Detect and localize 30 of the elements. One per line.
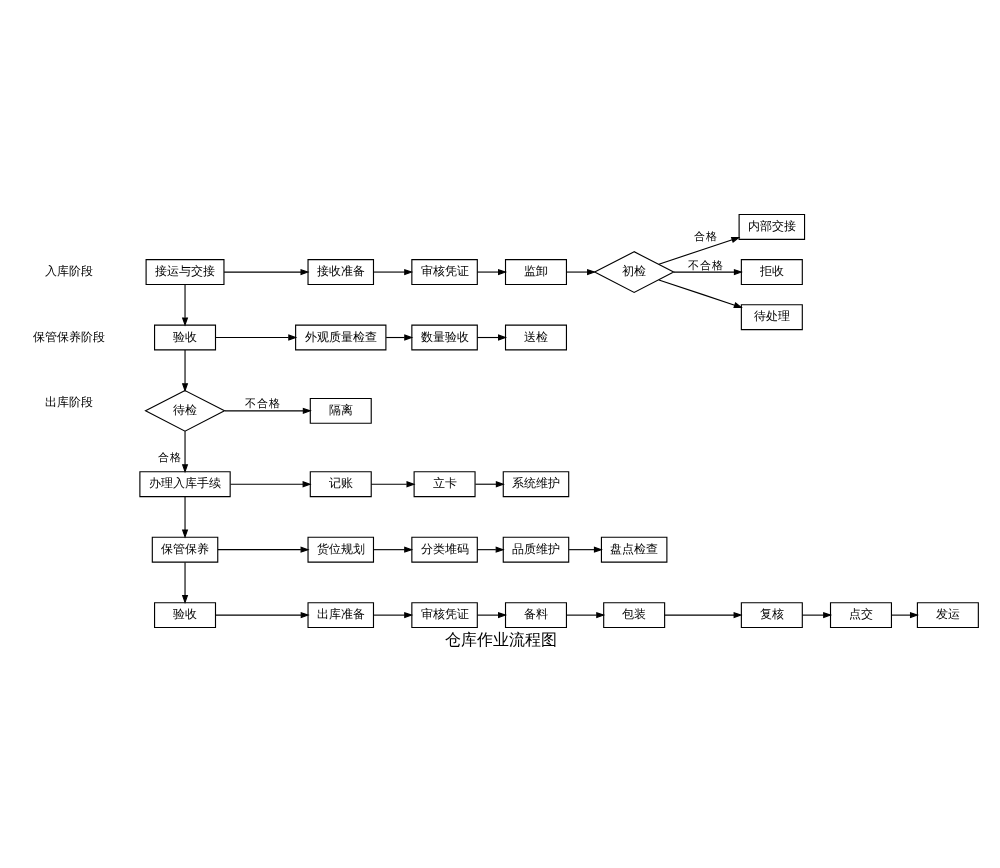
arrow bbox=[180, 496, 188, 539]
arrow bbox=[663, 611, 742, 619]
arrow bbox=[369, 481, 415, 488]
arrow bbox=[372, 546, 413, 553]
arrow bbox=[180, 349, 188, 393]
arrow bbox=[565, 611, 605, 619]
arrow bbox=[567, 546, 602, 553]
arrow bbox=[657, 279, 742, 309]
arrow bbox=[229, 481, 311, 488]
arrow bbox=[657, 236, 740, 265]
arrow bbox=[223, 407, 311, 415]
arrow bbox=[672, 268, 742, 276]
arrow bbox=[222, 268, 309, 276]
arrow bbox=[180, 430, 188, 474]
arrow bbox=[475, 268, 507, 276]
arrow bbox=[214, 611, 309, 619]
arrow bbox=[473, 481, 504, 488]
arrow bbox=[216, 546, 309, 553]
arrow bbox=[384, 334, 413, 341]
arrow bbox=[565, 268, 596, 276]
arrow bbox=[372, 611, 413, 619]
arrow bbox=[475, 546, 504, 553]
arrow bbox=[372, 268, 413, 276]
arrow bbox=[214, 334, 297, 341]
arrow bbox=[475, 611, 507, 619]
arrow bbox=[475, 334, 507, 341]
arrow bbox=[180, 561, 188, 605]
arrow bbox=[890, 611, 918, 619]
arrow bbox=[800, 611, 832, 619]
arrow bbox=[180, 284, 188, 327]
